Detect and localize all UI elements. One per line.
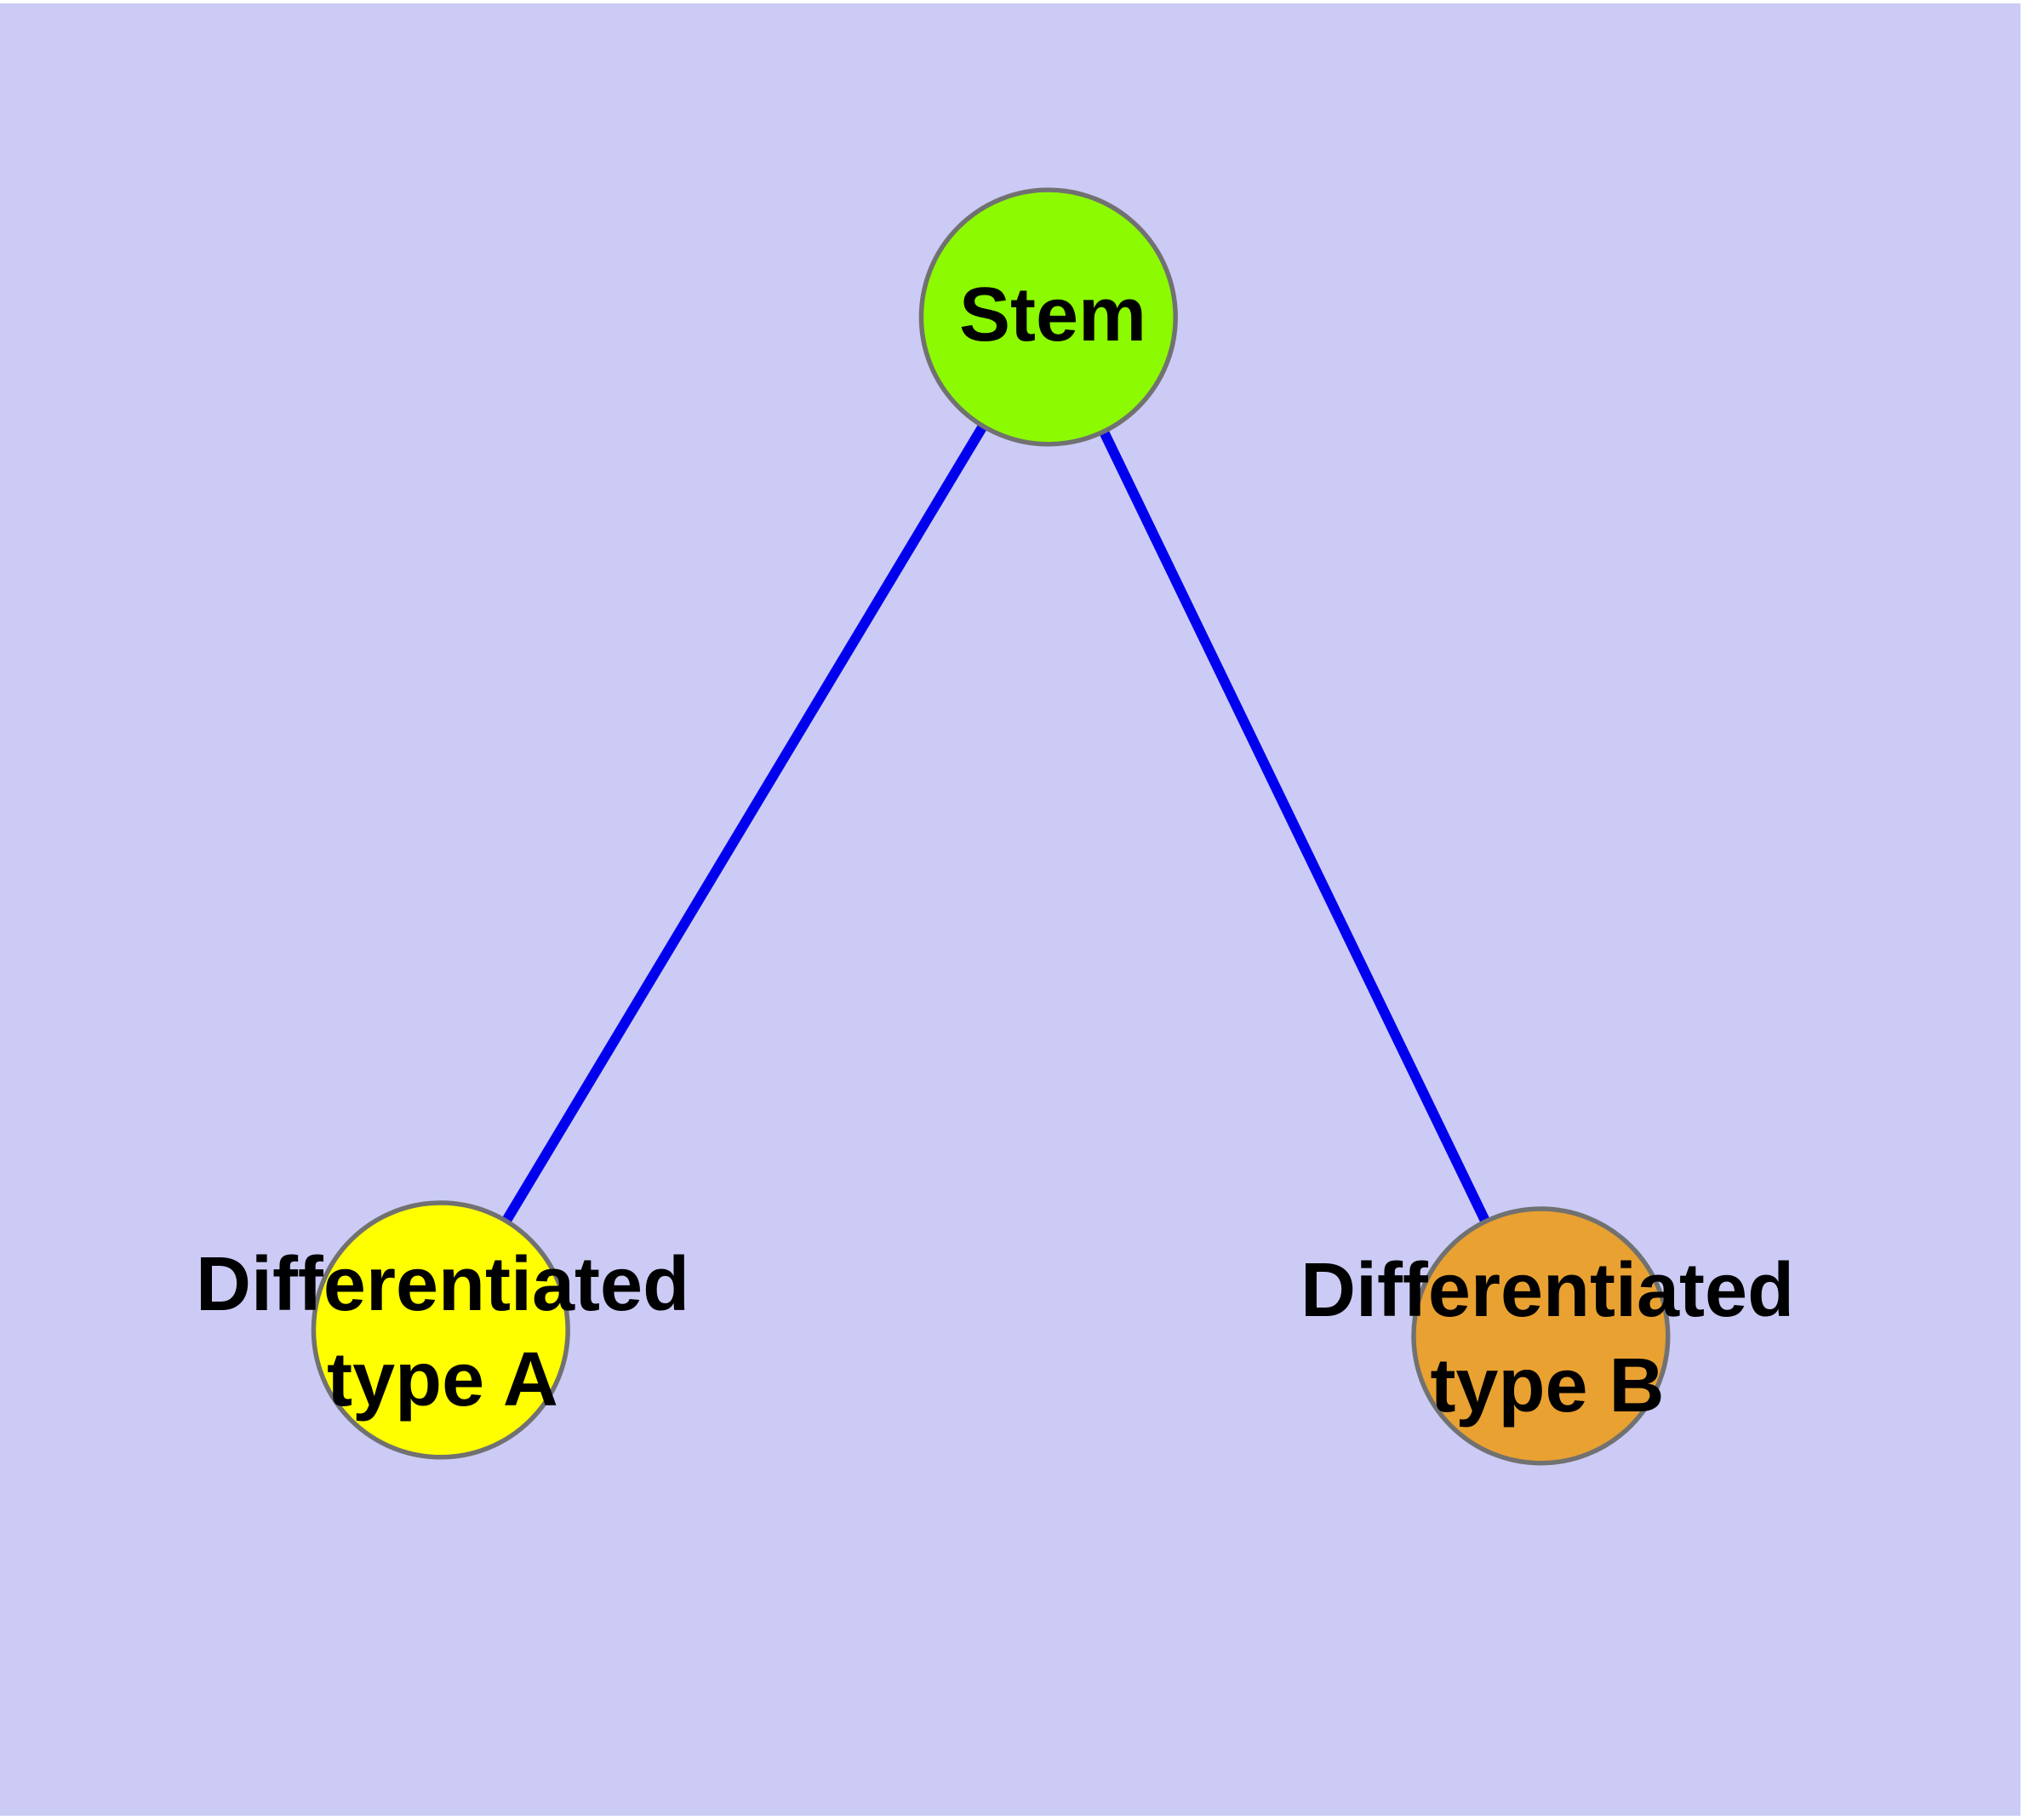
node-stem-label: Stem [958, 272, 1147, 358]
node-stem-circle [918, 187, 1178, 447]
node-type-a-label: Differentiated type A [195, 1242, 690, 1422]
edge-stem-to-type-a [436, 314, 1053, 1333]
node-type-b-label: Differentiated type B [1300, 1248, 1795, 1428]
edge-stem-to-type-b [1043, 314, 1546, 1338]
graph-panel: Stem Differentiated type A Differentiate… [0, 3, 2020, 1816]
node-type-b-circle [1411, 1206, 1671, 1466]
graph-canvas [311, 187, 1671, 1466]
node-type-a-circle [311, 1200, 570, 1460]
